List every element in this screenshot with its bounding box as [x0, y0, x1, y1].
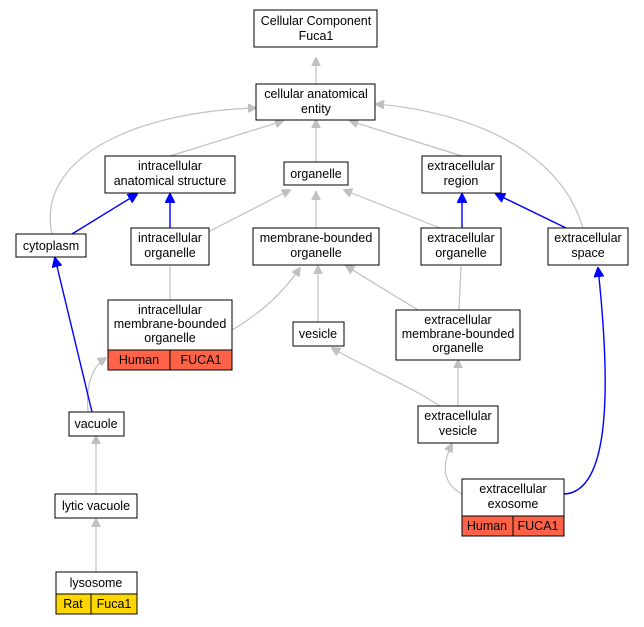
- edge-embo-to-exorg: [458, 265, 462, 311]
- gene-label: Fuca1: [97, 597, 132, 611]
- node-label: anatomical structure: [114, 174, 227, 188]
- edge-exreg-to-cae: [350, 121, 463, 157]
- node-label: organelle: [432, 341, 483, 355]
- node-membrane-bounded-organelle[interactable]: membrane-bounded organelle: [252, 227, 380, 266]
- gene-label: FUCA1: [518, 519, 559, 533]
- edges: [49, 58, 606, 572]
- node-label: entity: [301, 102, 332, 116]
- node-label: intracellular: [138, 231, 202, 245]
- node-label: cellular anatomical: [264, 87, 368, 101]
- node-label: extracellular: [427, 159, 494, 173]
- edge-exosome-to-exspace: [563, 268, 606, 495]
- node-label: membrane-bounded: [402, 327, 515, 341]
- edge-exspace-to-cae: [376, 104, 584, 229]
- node-label: organelle: [290, 167, 341, 181]
- node-extracellular-organelle[interactable]: extracellular organelle: [420, 227, 502, 266]
- node-label: lysosome: [70, 576, 123, 590]
- gene-tag: [512, 515, 565, 537]
- node-cytoplasm[interactable]: cytoplasm: [15, 233, 87, 258]
- gene-tag: [169, 349, 233, 371]
- node-label: region: [444, 174, 479, 188]
- node-label: organelle: [435, 246, 486, 260]
- node-extracellular-exosome[interactable]: extracellular exosome Human FUCA1: [461, 478, 565, 537]
- node-organelle[interactable]: organelle: [283, 161, 349, 186]
- node-intracellular-anatomical-structure[interactable]: intracellular anatomical structure: [104, 155, 236, 194]
- node-label: extracellular: [479, 482, 546, 496]
- node-label: intracellular: [138, 303, 202, 317]
- node-label: vesicle: [439, 424, 477, 438]
- node-label: Cellular Component: [261, 14, 372, 28]
- node-label: extracellular: [424, 409, 491, 423]
- edge-exves-to-vesicle: [332, 348, 441, 407]
- node-vesicle[interactable]: vesicle: [292, 321, 345, 347]
- node-label: extracellular: [554, 231, 621, 245]
- node-label: extracellular: [427, 231, 494, 245]
- edge-intorg-to-organelle: [207, 190, 290, 233]
- node-label: organelle: [144, 246, 195, 260]
- node-label: vesicle: [299, 327, 337, 341]
- node-label: lytic vacuole: [62, 499, 130, 513]
- node-label: space: [571, 246, 604, 260]
- edge-cytoplasm-to-ias: [71, 194, 137, 235]
- node-label: Fuca1: [299, 29, 334, 43]
- edge-cytoplasm-to-cae: [49, 108, 256, 235]
- node-cellular-anatomical-entity[interactable]: cellular anatomical entity: [255, 83, 376, 121]
- node-label: cytoplasm: [23, 239, 79, 253]
- species-label: Human: [119, 353, 159, 367]
- edge-imbo-to-mbo: [231, 268, 300, 331]
- node-label: intracellular: [138, 159, 202, 173]
- node-extracellular-membrane-bounded-organelle[interactable]: extracellular membrane-bounded organelle: [395, 309, 521, 361]
- node-label: extracellular: [424, 313, 491, 327]
- node-cellular-component-fuca1[interactable]: Cellular Component Fuca1: [253, 9, 378, 48]
- node-extracellular-vesicle[interactable]: extracellular vesicle: [417, 405, 499, 444]
- edge-vacuole-to-imbo: [86, 358, 106, 413]
- node-label: organelle: [144, 331, 195, 345]
- node-intracellular-membrane-bounded-organelle[interactable]: intracellular membrane-bounded organelle…: [107, 299, 233, 371]
- node-vacuole[interactable]: vacuole: [68, 411, 125, 437]
- node-label: membrane-bounded: [114, 317, 227, 331]
- node-lysosome[interactable]: lysosome Rat Fuca1: [55, 571, 138, 615]
- edge-exorg-to-organelle: [344, 190, 441, 229]
- edge-vacuole-to-cytoplasm: [55, 258, 93, 413]
- node-label: membrane-bounded: [260, 231, 373, 245]
- node-label: vacuole: [74, 417, 117, 431]
- gene-label: FUCA1: [181, 353, 222, 367]
- node-extracellular-space[interactable]: extracellular space: [547, 227, 629, 266]
- edge-exspace-to-exreg: [496, 194, 567, 229]
- species-label: Rat: [63, 597, 83, 611]
- gene-tag: [90, 593, 138, 615]
- node-intracellular-organelle[interactable]: intracellular organelle: [130, 227, 210, 266]
- edge-ias-to-cae: [169, 121, 283, 157]
- species-label: Human: [467, 519, 507, 533]
- edge-embo-to-mbo: [346, 266, 419, 311]
- node-extracellular-region[interactable]: extracellular region: [421, 155, 502, 194]
- node-label: organelle: [290, 246, 341, 260]
- node-label: exosome: [488, 497, 539, 511]
- node-lytic-vacuole[interactable]: lytic vacuole: [54, 493, 138, 519]
- edge-exosome-to-exves: [445, 444, 463, 495]
